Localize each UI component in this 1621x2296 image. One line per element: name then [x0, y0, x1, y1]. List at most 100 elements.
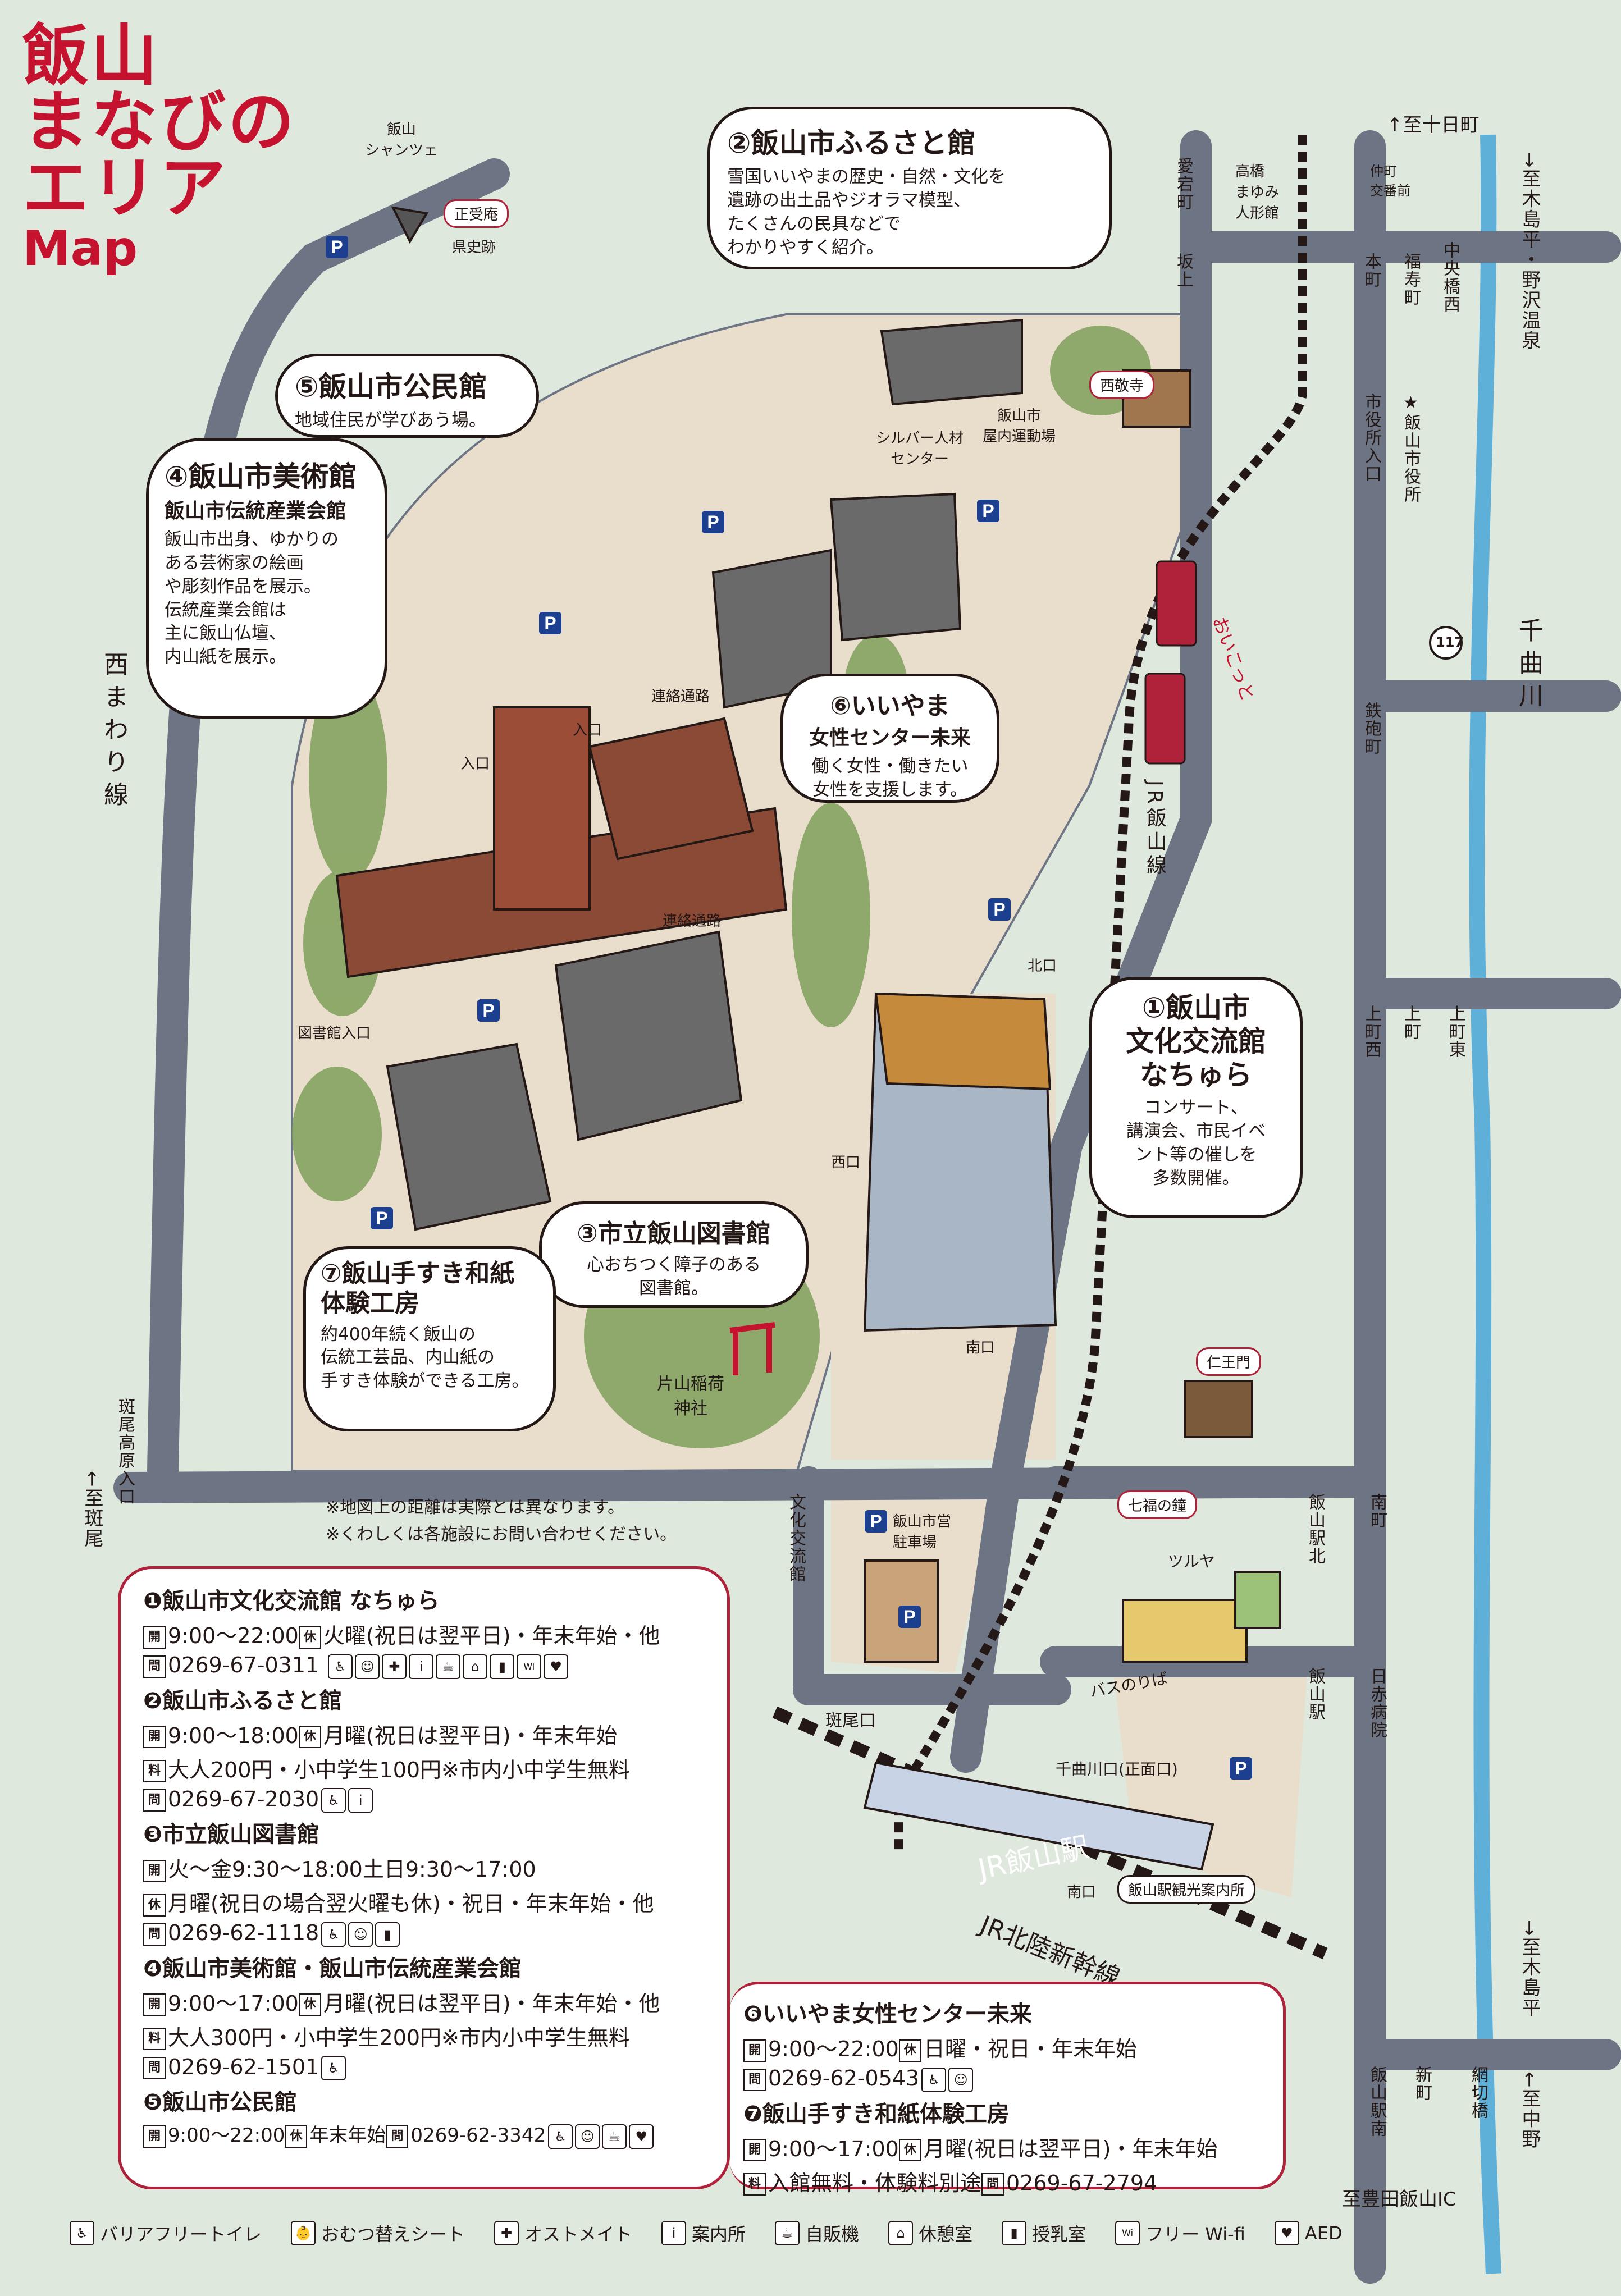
legend-item: ♿バリアフリートイレ [67, 2220, 262, 2246]
key-closed-icon: 休 [298, 1626, 321, 1649]
aed-icon: ♥ [629, 2124, 654, 2149]
roads [113, 130, 1621, 2284]
tag-shichifuku[interactable]: 七福の鐘 [1117, 1490, 1198, 1519]
facility-name: 飯山市ふるさと館 [751, 127, 976, 159]
bubble-kominkan[interactable]: ⑤飯山市公民館 地域住民が学びあう場。 [275, 354, 539, 438]
key-open-icon: 開 [143, 1993, 166, 2016]
facility-desc: 約400年続く飯山の 伝統工芸品、内山紙の 手すき体験ができる工房。 [321, 1324, 529, 1392]
label-nisseki: 日赤病院 [1367, 1667, 1387, 1739]
label-chuo: 中央橋西 [1440, 241, 1460, 313]
key-closed-icon: 休 [898, 2139, 921, 2161]
label-nishimawari: 西まわり線 [99, 651, 128, 814]
label-madarao-kogen: 斑尾高原入口 [115, 1398, 135, 1506]
label-shanze: 飯山 シャンツェ [365, 121, 439, 159]
bubble-nachura[interactable]: ①飯山市 文化交流館 なちゅら コンサート、 講演会、市民イベ ント等の催しを … [1089, 977, 1303, 1218]
facility-name: 市立飯山図書館 [597, 1219, 771, 1248]
label-shiyakusho: ★飯山市役所 [1401, 393, 1421, 504]
toilet-icon: ♿ [328, 1654, 353, 1679]
info-tel[interactable]: 0269-62-1501 [168, 2054, 319, 2079]
legend-item: ☕自販機 [773, 2220, 859, 2246]
key-open-icon: 開 [143, 1626, 166, 1649]
legend-label: 案内所 [692, 2224, 746, 2245]
legend-label: 授乳室 [1032, 2224, 1086, 2245]
label-eigyo-p: 飯山市営 駐車場 [893, 1513, 952, 1551]
facility-desc: 地域住民が学びあう場。 [295, 410, 486, 431]
label-renraku1: 連絡通路 [651, 688, 710, 705]
bubble-museum[interactable]: ④飯山市美術館 飯山市伝統産業会館 飯山市出身、ゆかりの ある芸術家の絵画 や彫… [146, 438, 387, 719]
label-shinmachi: 新町 [1412, 2066, 1432, 2102]
torii [729, 1322, 775, 1375]
baby-icon: ☺ [355, 1654, 380, 1679]
facility-name: 飯山市美術館 [188, 460, 357, 493]
note-distance: ※地図上の距離は実際とは異なります。 [326, 1498, 625, 1517]
key-tel-icon: 問 [143, 1655, 166, 1678]
facility-desc: 飯山市出身、ゆかりの ある芸術家の絵画 や彫刻作品を展示。 伝統産業会館は 主に… [165, 529, 339, 667]
tag-kanko[interactable]: 飯山駅観光案内所 [1117, 1875, 1256, 1904]
label-iriguchi2: 入口 [573, 722, 602, 739]
tag-shoju[interactable]: 正受庵 [444, 199, 509, 228]
label-renraku2: 連絡通路 [663, 913, 722, 930]
label-nakamachi: 仲町 交番前 [1370, 163, 1410, 199]
note-contact: ※くわしくは各施設にお問い合わせください。 [326, 1525, 677, 1544]
info-icon: i [409, 1654, 434, 1679]
info-hours: 9:00～22:00 [768, 2037, 899, 2061]
label-to-tokamachi: ↑至十日町 [1387, 114, 1480, 136]
tag-nioumon[interactable]: 仁王門 [1196, 1347, 1262, 1376]
info-tel[interactable]: 0269-67-2030 [168, 1786, 319, 1812]
info-hours: 火～金9:30～18:00土日9:30～17:00 [168, 1857, 536, 1882]
info-tel[interactable]: 0269-67-0311 [168, 1653, 319, 1677]
key-fee-icon: 料 [143, 1760, 166, 1782]
label-to-madarao: ←至斑尾 [81, 1471, 103, 1549]
info-hours: 9:00～22:00 [168, 1623, 299, 1648]
facility-no: ⑥ [830, 692, 851, 720]
info-tel[interactable]: 0269-62-1118 [168, 1920, 319, 1945]
label-kamimachi-higashi: 上町東 [1446, 1005, 1465, 1059]
vending-icon: ☕ [602, 2124, 627, 2149]
info-closed: 日曜・祝日・年末年始 [923, 2037, 1137, 2061]
vending-icon: ☕ [436, 1654, 461, 1679]
tag-saikei[interactable]: 西敬寺 [1089, 371, 1155, 399]
label-katayama: 片山稲荷 神社 [657, 1374, 724, 1419]
bubble-washi[interactable]: ⑦飯山手すき和紙 体験工房 約400年続く飯山の 伝統工芸品、内山紙の 手すき体… [303, 1246, 556, 1431]
label-iriguchi1: 入口 [460, 756, 490, 772]
facility-desc: 雪国いいやまの歴史・自然・文化を 遺跡の出土品やジオラマ模型、 たくさんの民具な… [727, 167, 1006, 258]
info-title-josei: ❻いいやま女性センター未来 [743, 2001, 1032, 2027]
shinkansen-line [772, 1706, 1328, 1960]
parking-icon: P [898, 1606, 921, 1628]
legend-item: ♥AED [1272, 2221, 1343, 2245]
label-eki-kita: 飯山駅北 [1305, 1493, 1325, 1565]
label-kitaguchi: 北口 [1028, 958, 1057, 975]
facility-desc: 働く女性・働きたい 女性を支援します。 [811, 756, 969, 800]
info-closed: 年末年始 [309, 2124, 386, 2147]
label-nishiguchi: 西口 [831, 1154, 861, 1171]
bubble-josei[interactable]: ⑥いいやま 女性センター未来 働く女性・働きたい 女性を支援します。 [780, 674, 999, 803]
facility-no: ③ [577, 1219, 598, 1248]
facility-desc: 心おちつく障子のある 図書館。 [587, 1255, 761, 1298]
info-hours: 9:00～18:00 [168, 1723, 299, 1748]
label-shiyakusho-iri: 市役所入口 [1362, 393, 1381, 483]
info-hours: 9:00～17:00 [768, 2136, 899, 2161]
facility-name-1: 飯山市 [1166, 991, 1250, 1024]
info-tel[interactable]: 0269-67-2794 [1006, 2170, 1158, 2196]
parking-icon: P [326, 236, 348, 258]
bubble-furusato[interactable]: ②飯山市ふるさと館 雪国いいやまの歴史・自然・文化を 遺跡の出土品やジオラマ模型… [707, 107, 1112, 269]
bubble-library[interactable]: ③市立飯山図書館 心おちつく障子のある 図書館。 [539, 1201, 809, 1308]
key-tel-icon: 問 [386, 2125, 409, 2148]
info-title-furusato: ❷飯山市ふるさと館 [143, 1687, 342, 1714]
toilet-icon: ♿ [321, 1788, 346, 1813]
legend-label: 休憩室 [919, 2224, 973, 2245]
nursing-icon: ▮ [1002, 2221, 1027, 2245]
info-tel[interactable]: 0269-62-0543 [768, 2066, 920, 2091]
parking-icon: P [988, 898, 1011, 921]
info-closed: 月曜(祝日は翌平日)・年末年始 [323, 1723, 618, 1748]
label-amikiri: 網切橋 [1468, 2066, 1488, 2120]
info-closed: 月曜(祝日は翌平日)・年末年始 [923, 2136, 1218, 2161]
chikuma-river [1469, 134, 1501, 2274]
oiyakot-train [1144, 560, 1197, 765]
key-closed-icon: 休 [298, 1726, 321, 1748]
parking-icon: P [865, 1510, 887, 1533]
info-tel[interactable]: 0269-62-3342 [410, 2124, 546, 2147]
facility-no: ① [1141, 991, 1166, 1024]
